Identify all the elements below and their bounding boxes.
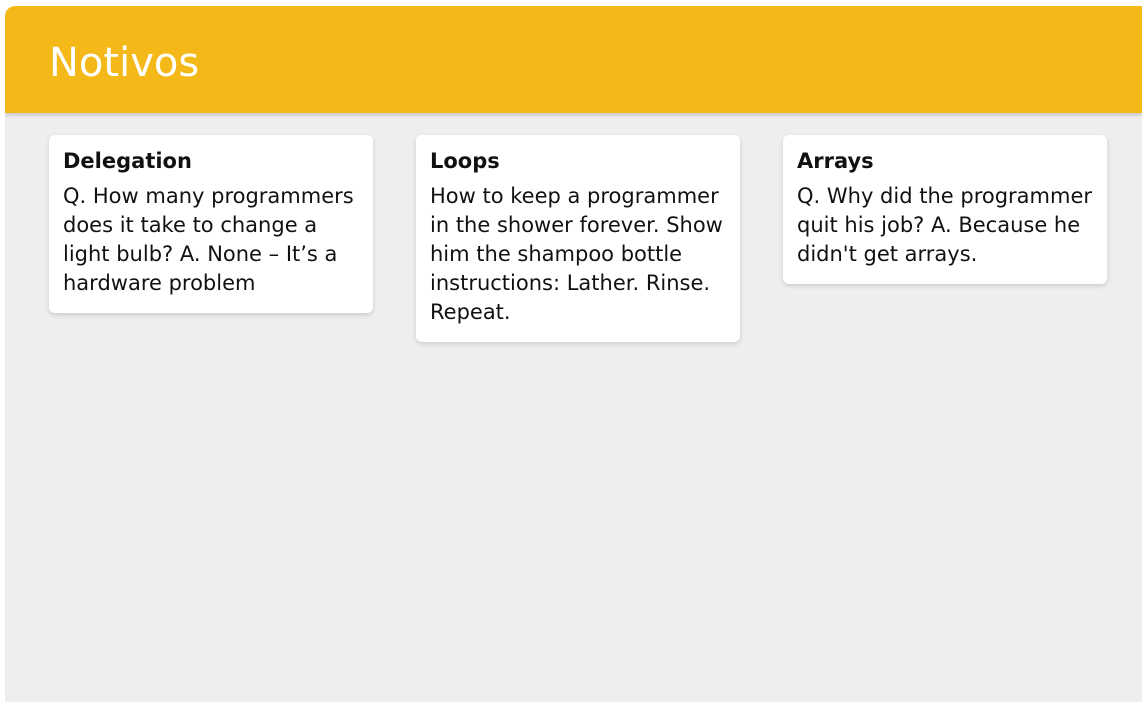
note-card-delegation[interactable]: Delegation Q. How many programmers does …	[49, 135, 373, 313]
app-header: Notivos	[5, 6, 1142, 113]
note-body: Q. How many programmers does it take to …	[63, 184, 354, 295]
app-window: Notivos Delegation Q. How many programme…	[5, 6, 1142, 702]
note-card-arrays[interactable]: Arrays Q. Why did the programmer quit hi…	[783, 135, 1107, 284]
note-title: Delegation	[63, 149, 192, 173]
note-card-loops[interactable]: Loops How to keep a programmer in the sh…	[416, 135, 740, 342]
note-body: How to keep a programmer in the shower f…	[430, 184, 723, 324]
note-title: Loops	[430, 149, 500, 173]
app-title: Notivos	[49, 40, 200, 86]
note-title: Arrays	[797, 149, 874, 173]
notes-list: Delegation Q. How many programmers does …	[49, 135, 1107, 342]
note-body: Q. Why did the programmer quit his job? …	[797, 184, 1093, 266]
